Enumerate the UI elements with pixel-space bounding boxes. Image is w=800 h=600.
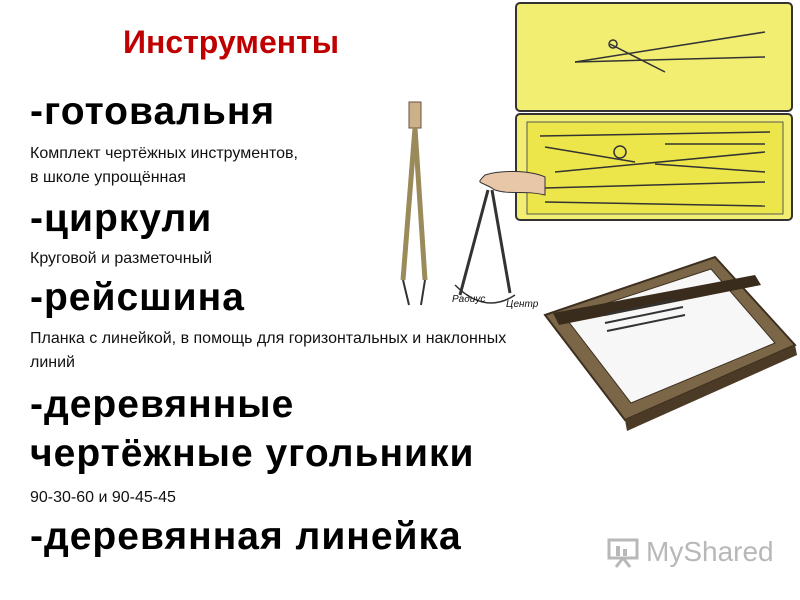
heading-triangles-2: чертёжные угольники (30, 432, 475, 475)
drafting-board-image (543, 255, 797, 431)
radius-label: Радиус (452, 294, 485, 305)
watermark-logo: MyShared (606, 536, 774, 568)
heading-t-square: -рейсшина (30, 276, 245, 319)
presentation-icon (607, 538, 639, 568)
drawing-set-case-image (515, 2, 793, 221)
watermark-text: MyShared (646, 536, 774, 567)
desc-triangles: 90-30-60 и 90-45-45 (30, 489, 176, 506)
heading-triangles-1: -деревянные (30, 383, 295, 426)
heading-drawing-set: -готовальня (30, 90, 276, 133)
compass-image (400, 101, 428, 306)
page-title: Инструменты (123, 24, 340, 60)
heading-ruler: -деревянная линейка (30, 515, 462, 558)
desc-compasses: Круговой и разметочный (30, 250, 213, 267)
desc-drawing-set-2: в школе упрощённая (30, 169, 186, 186)
desc-drawing-set-1: Комплект чертёжных инструментов, (30, 145, 298, 162)
center-label: Центр (506, 299, 539, 310)
hand-compass-image: Радиус Центр (452, 171, 546, 310)
heading-compasses: -циркули (30, 197, 213, 240)
desc-t-square-2: линий (30, 354, 75, 371)
desc-t-square-1: Планка с линейкой, в помощь для горизонт… (30, 330, 507, 347)
